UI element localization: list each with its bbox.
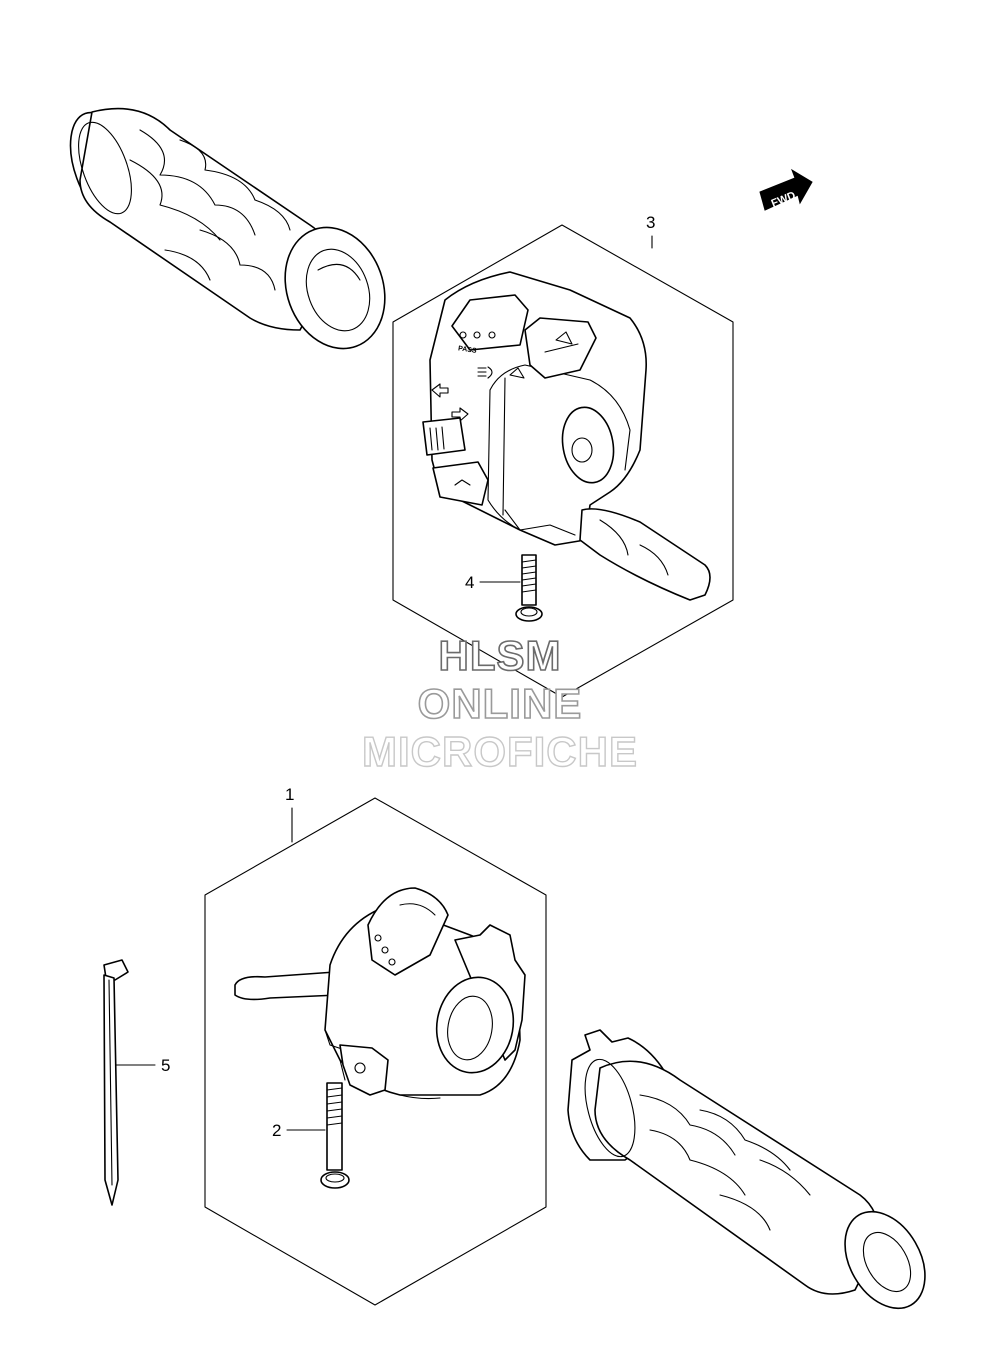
- switch-wire[interactable]: [234, 971, 339, 1001]
- right-handlebar-switch[interactable]: PASS: [422, 271, 711, 601]
- left-grip[interactable]: [57, 103, 401, 362]
- callout-3-label[interactable]: 3: [646, 213, 655, 232]
- forward-arrow-icon: FWD: [759, 168, 813, 211]
- assembly-3-hexagon: [392, 224, 734, 698]
- pass-switch-label: PASS: [458, 345, 478, 355]
- watermark-line-3: MICROFICHE: [361, 727, 638, 775]
- left-turn-arrow-icon: [431, 383, 449, 398]
- headlight-icon: [477, 366, 493, 379]
- switch-dots: [374, 934, 396, 966]
- left-handlebar-switch[interactable]: [234, 887, 526, 1100]
- callout-1-label[interactable]: 1: [285, 785, 294, 804]
- cable-tie[interactable]: [103, 959, 129, 1206]
- hazard-triangle-icon: [509, 367, 525, 379]
- callout-5-label[interactable]: 5: [161, 1056, 170, 1075]
- turn-signal-knob[interactable]: [422, 417, 466, 456]
- callout-4-label[interactable]: 4: [465, 573, 474, 592]
- watermark-line-1: HLSM: [438, 631, 562, 680]
- pass-switch-dots: [459, 331, 496, 339]
- clamp-screw-head: [354, 1062, 366, 1074]
- assembly-1-hexagon: [204, 797, 547, 1306]
- callout-2-label[interactable]: 2: [272, 1121, 281, 1140]
- throttle-cable[interactable]: [579, 508, 711, 601]
- warning-triangle-icon: [555, 331, 573, 345]
- watermark-line-2: ONLINE: [417, 679, 583, 728]
- screw-2[interactable]: [320, 1082, 350, 1189]
- screw-4[interactable]: [515, 554, 543, 622]
- horn-button[interactable]: [432, 461, 489, 506]
- horn-icon: [454, 479, 471, 486]
- throttle-grip[interactable]: [567, 1029, 941, 1323]
